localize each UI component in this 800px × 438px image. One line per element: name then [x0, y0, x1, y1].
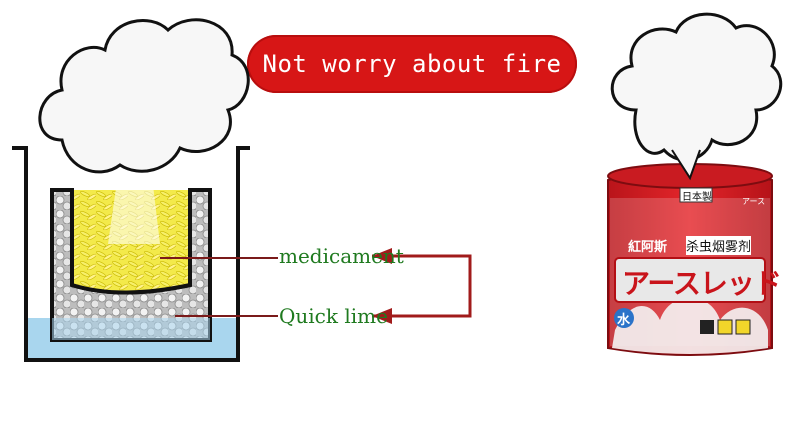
brand-badge: アース	[742, 197, 766, 206]
smoke-cloud-left	[38, 18, 250, 174]
product-brand: 紅阿斯	[628, 240, 668, 255]
medicament-label: medicament	[279, 244, 404, 268]
product-name: アースレッド	[622, 267, 782, 300]
arrow-head-bottom	[372, 308, 392, 324]
callout-arrows	[160, 254, 472, 318]
title-banner: Not worry about fire	[247, 35, 577, 93]
product-can	[607, 163, 773, 356]
title-text: Not worry about fire	[262, 50, 562, 78]
water-badge: 水	[617, 313, 631, 328]
quick-lime-label: Quick lime	[279, 304, 388, 328]
product-type: 杀虫烟雾剂	[686, 236, 752, 255]
inner-container	[50, 160, 212, 342]
smoke-cloud-right	[610, 12, 783, 181]
arrow-head-top	[372, 248, 392, 264]
product-origin: 日本製	[682, 192, 712, 203]
